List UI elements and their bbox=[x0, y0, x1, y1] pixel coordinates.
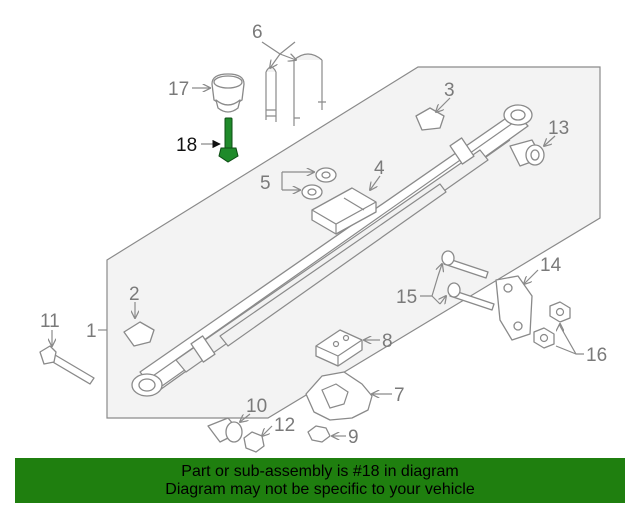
callout-4: 4 bbox=[374, 158, 385, 179]
callout-2: 2 bbox=[129, 284, 140, 305]
part-11-bolt bbox=[39, 345, 95, 385]
parts-diagram: 1 2 3 4 5 6 7 8 9 10 11 12 13 14 15 16 1… bbox=[39, 22, 607, 453]
part-2-pad bbox=[123, 321, 155, 347]
part-12-nut bbox=[243, 431, 265, 453]
part-17-bump-stop bbox=[211, 73, 245, 113]
info-banner-line-2: Diagram may not be specific to your vehi… bbox=[165, 480, 475, 498]
part-5-washers bbox=[301, 167, 337, 200]
part-10-bushing bbox=[207, 417, 243, 443]
callout-17: 17 bbox=[168, 79, 189, 100]
callout-11: 11 bbox=[40, 311, 60, 332]
part-13-bushing bbox=[509, 139, 545, 167]
callout-14: 14 bbox=[540, 255, 562, 276]
part-16-nuts bbox=[533, 301, 571, 349]
callout-9: 9 bbox=[348, 427, 359, 448]
part-18-bolt bbox=[218, 117, 239, 163]
part-6-ubolts bbox=[265, 53, 326, 126]
part-4-plate bbox=[311, 187, 377, 235]
part-15-bolts bbox=[441, 250, 495, 311]
callout-labels: 1 2 3 4 5 6 7 8 9 10 11 12 13 14 15 16 1… bbox=[40, 22, 607, 448]
part-8-block bbox=[315, 329, 363, 367]
callout-13: 13 bbox=[548, 118, 569, 139]
callout-10: 10 bbox=[246, 396, 267, 417]
part-7-bracket bbox=[305, 371, 373, 421]
callout-15: 15 bbox=[396, 287, 417, 308]
callout-16: 16 bbox=[586, 345, 607, 366]
callout-1: 1 bbox=[86, 321, 97, 342]
callout-8: 8 bbox=[382, 331, 393, 352]
info-banner-line-1: Part or sub-assembly is #18 in diagram bbox=[181, 462, 459, 480]
callout-3: 3 bbox=[444, 80, 455, 101]
part-14-shackle bbox=[495, 275, 533, 341]
callout-7: 7 bbox=[394, 385, 405, 406]
part-9-nut bbox=[307, 425, 331, 443]
callout-12: 12 bbox=[274, 415, 295, 436]
leaf-spring bbox=[131, 104, 533, 397]
callout-5: 5 bbox=[260, 173, 271, 194]
callout-18: 18 bbox=[176, 135, 197, 156]
leader-lines bbox=[52, 41, 584, 436]
callout-6: 6 bbox=[252, 22, 263, 43]
info-banner: Part or sub-assembly is #18 in diagram D… bbox=[15, 458, 625, 503]
